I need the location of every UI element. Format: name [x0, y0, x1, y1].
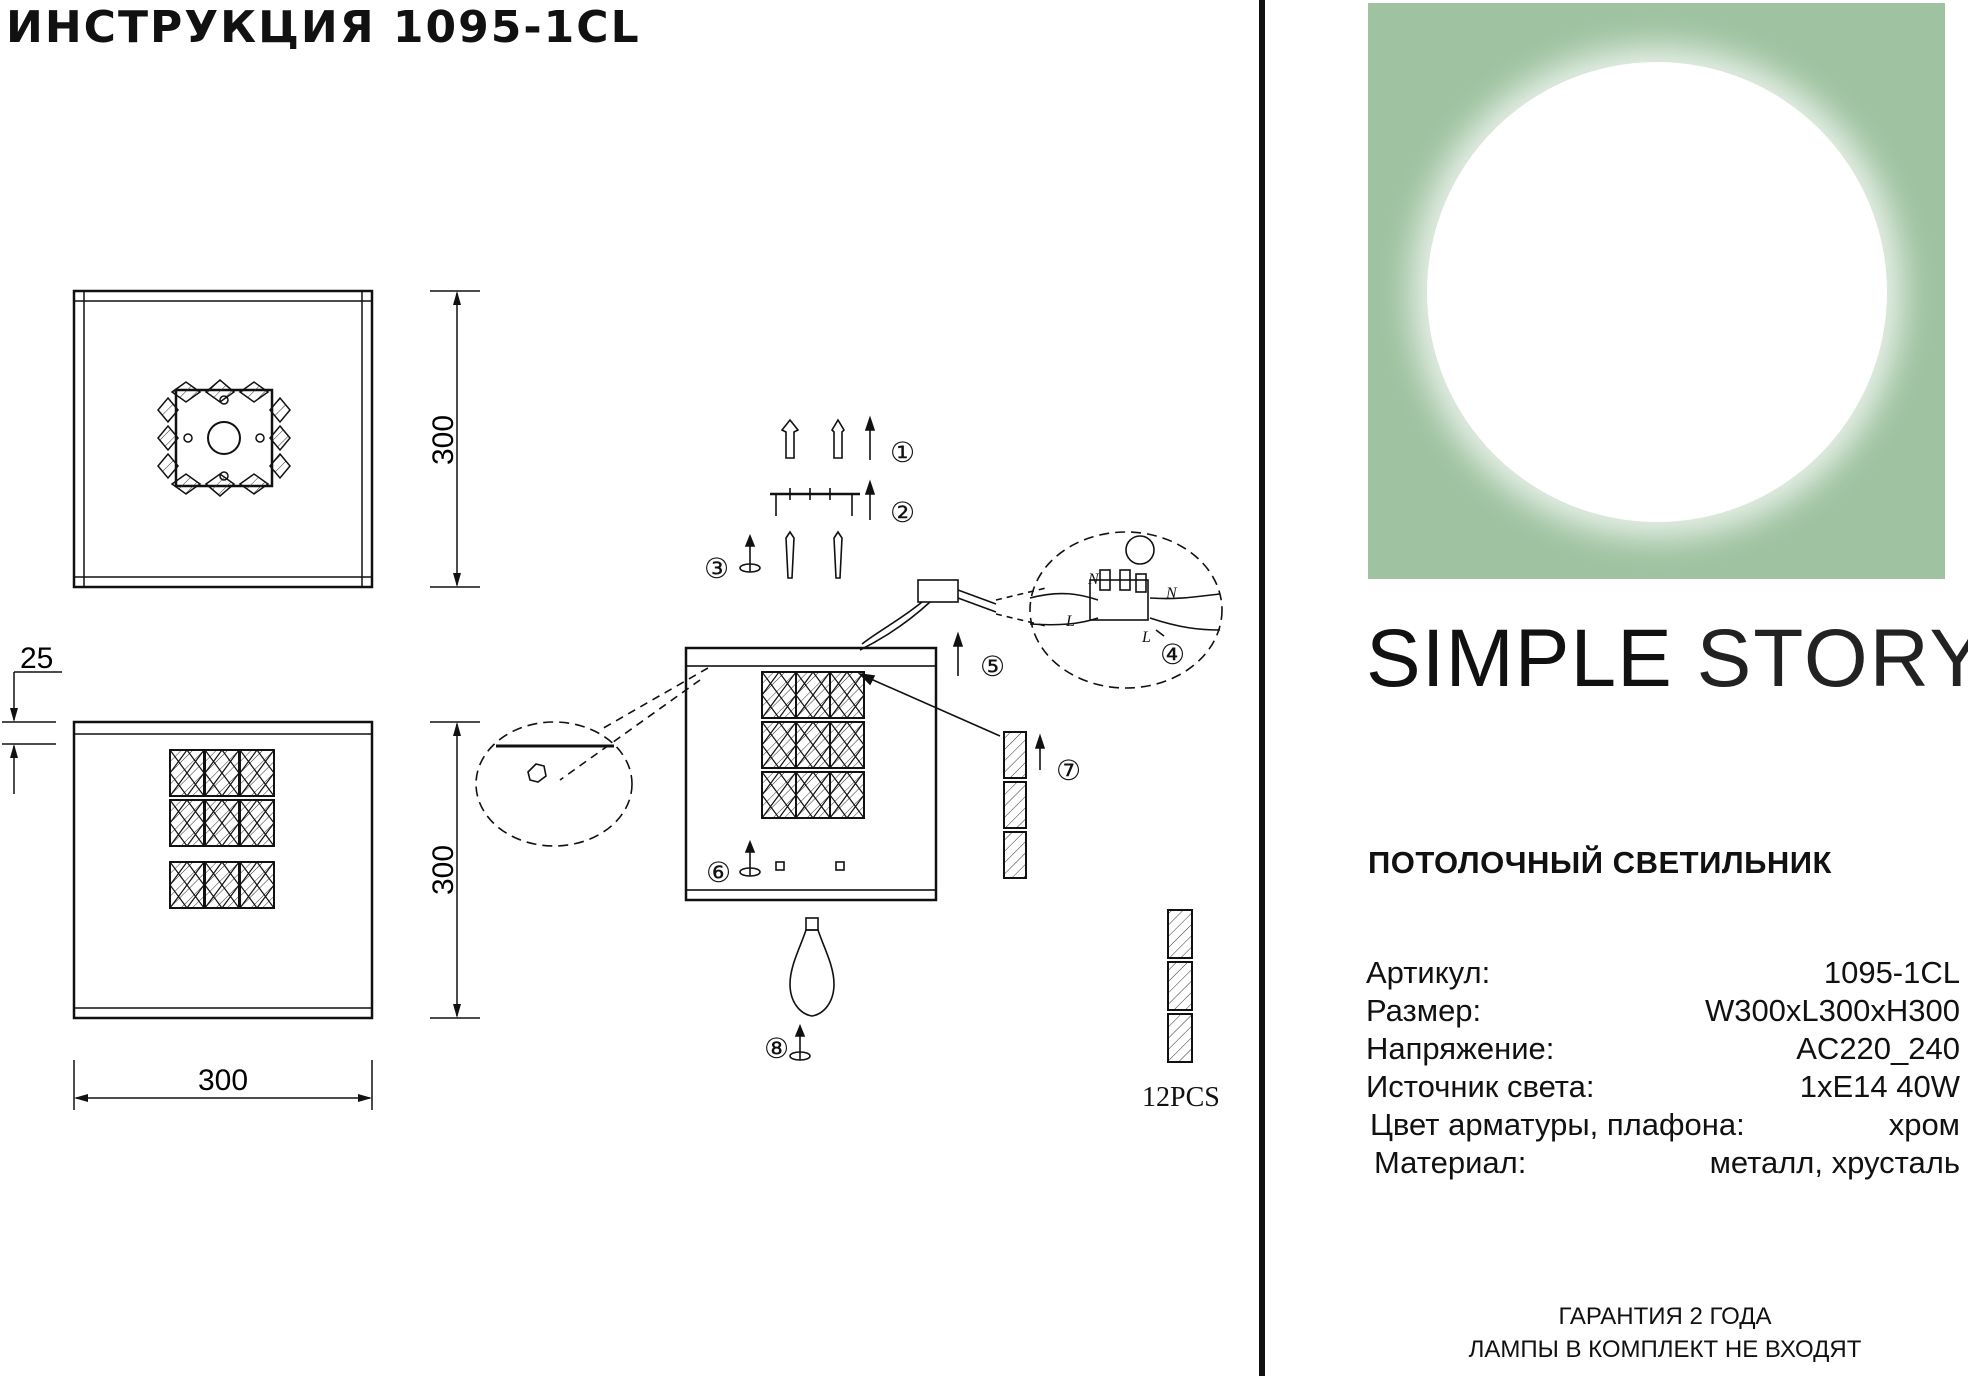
side-view: 25 300 300: [2, 642, 480, 1110]
step-5-number: ⑤: [980, 651, 1005, 682]
top-view: 300: [72, 289, 480, 589]
spec-value: AC220_240: [1796, 1031, 1960, 1066]
assembly-steps: N N L L: [475, 415, 1223, 1063]
spec-row-light-source: Источник света: 1xE14 40W: [1366, 1069, 1960, 1107]
step-4-number: ④: [1160, 639, 1185, 670]
vertical-divider: [1259, 0, 1265, 1376]
lamps-note: ЛАМПЫ В КОМПЛЕКТ НЕ ВХОДЯТ: [1468, 1336, 1862, 1363]
lamp-disc: [1427, 62, 1887, 522]
spec-value: металл, хрусталь: [1709, 1145, 1960, 1180]
dim-width: 300: [198, 1064, 248, 1097]
spec-value: хром: [1888, 1107, 1960, 1142]
spec-key: Артикул:: [1366, 955, 1491, 990]
product-type: ПОТОЛОЧНЫЙ СВЕТИЛЬНИК: [1368, 845, 1832, 880]
wire-l-left: L: [1065, 613, 1075, 630]
brand-word-story: STORY: [1696, 613, 1968, 704]
warranty-note: ГАРАНТИЯ 2 ГОДА: [1558, 1303, 1772, 1330]
spec-row-material: Материал: металл, хрусталь: [1366, 1145, 1960, 1183]
spec-key: Источник света:: [1366, 1069, 1595, 1104]
spec-row-size: Размер: W300xL300xH300: [1366, 993, 1960, 1031]
wire-l-right: L: [1141, 629, 1151, 646]
spec-key: Материал:: [1374, 1145, 1527, 1180]
side-crystal-block: [169, 749, 275, 909]
spec-row-color: Цвет арматуры, плафона: хром: [1366, 1107, 1960, 1145]
step-2-number: ②: [890, 497, 915, 528]
pieces-label: 12PCS: [1142, 1082, 1220, 1113]
step-1-number: ①: [890, 437, 915, 468]
top-crystal-ring: [157, 379, 291, 497]
spec-value: 1xE14 40W: [1799, 1069, 1960, 1104]
dim-thickness: 25: [20, 642, 53, 675]
dim-top-height: 300: [427, 415, 460, 465]
dim-side-height: 300: [427, 845, 460, 895]
wire-n-left: N: [1087, 571, 1100, 588]
wire-n-right: N: [1165, 585, 1178, 602]
spec-value: W300xL300xH300: [1704, 993, 1960, 1028]
step-6-number: ⑥: [706, 857, 731, 888]
spec-list: Артикул: 1095-1CL Размер: W300xL300xH300…: [1366, 955, 1960, 1183]
step-7-number: ⑦: [1056, 755, 1081, 786]
brand-word-simple: SIMPLE: [1366, 613, 1673, 704]
step-3-number: ③: [704, 553, 729, 584]
brand-logo: SIMPLE STORY: [1366, 612, 1968, 706]
spec-key: Напряжение:: [1366, 1031, 1555, 1066]
spec-value: 1095-1CL: [1823, 955, 1960, 990]
spec-key: Размер:: [1366, 993, 1482, 1028]
spec-row-article: Артикул: 1095-1CL: [1366, 955, 1960, 993]
page-title: ИНСТРУКЦИЯ 1095-1CL: [6, 2, 641, 53]
assembly-drawing: 300 25 300: [2, 289, 1223, 1113]
product-photo: [1368, 3, 1945, 579]
spec-row-voltage: Напряжение: AC220_240: [1366, 1031, 1960, 1069]
spec-key: Цвет арматуры, плафона:: [1370, 1107, 1745, 1142]
step-8-number: ⑧: [764, 1033, 789, 1064]
